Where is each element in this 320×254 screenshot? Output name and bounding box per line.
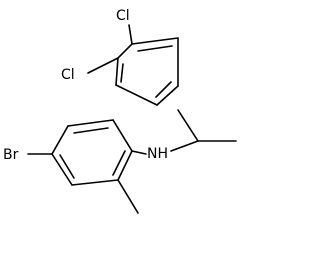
bond-to-nh xyxy=(170,140,199,152)
double-bond-line xyxy=(120,63,124,83)
bond-to-cl-left xyxy=(87,57,119,74)
bond-nh-to-ring xyxy=(131,150,147,155)
methyl-bond-lower xyxy=(117,179,139,214)
ethyl-linker xyxy=(170,109,237,152)
bond xyxy=(131,37,179,45)
bond xyxy=(177,109,199,142)
atom-label-br: Br xyxy=(3,147,19,163)
chemical-structure-diagram: Cl Cl NH Br xyxy=(3,8,237,214)
double-bond-line xyxy=(73,127,109,134)
bond xyxy=(67,119,114,127)
dichlorophenyl-ring xyxy=(115,37,179,106)
double-bond-line xyxy=(137,45,173,52)
bond xyxy=(51,153,73,186)
bond xyxy=(115,57,119,86)
atom-label-cl-left: Cl xyxy=(61,67,75,83)
double-bond-line xyxy=(155,81,172,98)
double-bond-line xyxy=(59,154,75,179)
atom-label-cl-top: Cl xyxy=(116,8,130,24)
bond xyxy=(156,85,179,106)
bond xyxy=(71,179,119,186)
bond-to-cl-top xyxy=(128,24,133,45)
bond xyxy=(112,119,133,152)
bond xyxy=(51,125,69,155)
atom-label-nh: NH xyxy=(147,146,168,162)
bromomethylphenyl-ring xyxy=(51,119,133,186)
double-bond-line xyxy=(112,150,126,176)
bond xyxy=(115,84,158,106)
bond xyxy=(117,43,133,59)
bond xyxy=(117,150,133,181)
